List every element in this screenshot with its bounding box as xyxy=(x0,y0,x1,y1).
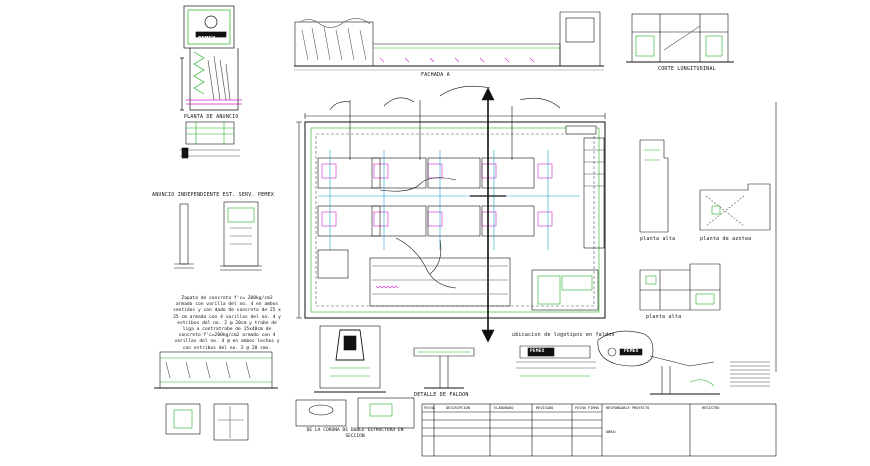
concrete-note: Zapata de concreto f'c= 200kg/cm2 armado… xyxy=(173,296,281,351)
longitudinal-section xyxy=(626,13,734,63)
detail-note: DE LA CORONA DE DOBLE ESTRUCTURA EN SECC… xyxy=(306,428,404,440)
upper-plan xyxy=(639,139,669,233)
canopy-logo-detail xyxy=(597,330,720,395)
facade-a xyxy=(294,11,604,71)
sign-brand-text: PEMEX xyxy=(198,36,216,42)
canopy-section xyxy=(154,351,278,389)
tb-header-description: DESCRIPCION xyxy=(446,406,470,410)
logo-location-label: ubicacion de logotipos en faldon xyxy=(512,332,615,338)
section-label: CORTE LONGITUDINAL xyxy=(658,66,716,72)
lower-plan-label: planta alta xyxy=(646,314,682,320)
sign-title: ANUNCIO INDEPENDIENTE EST. SERV. PEMEX xyxy=(152,192,274,198)
lower-plan xyxy=(639,263,721,311)
site-plan xyxy=(296,85,606,343)
registry-pits xyxy=(295,397,415,429)
tb-header-reviewed: REVISADO xyxy=(536,406,554,410)
tb-header-responsible: RESPONSABLE PROYECTO xyxy=(606,406,650,410)
tb-header-made: ELABORADO xyxy=(494,406,514,410)
dispenser-detail xyxy=(314,325,386,393)
canopy-detail-label: DETALLE DE FALDON xyxy=(414,392,469,398)
tb-cell-obra: OBRA: xyxy=(606,430,617,434)
sign-tower-elevation xyxy=(180,5,242,111)
logo-brand-text: PEMEX xyxy=(530,349,545,354)
title-block xyxy=(421,403,777,457)
sign-details xyxy=(174,201,262,271)
canopy-brand-text: PEMEX xyxy=(624,349,639,354)
tb-header-date2: FECHA xyxy=(575,406,586,410)
foundation-details xyxy=(165,403,249,441)
legend-list xyxy=(730,361,770,387)
sign-plan xyxy=(180,121,240,159)
tb-header-signature: FIRMA xyxy=(588,406,599,410)
upper-plan-label: planta alta xyxy=(640,236,676,242)
logo-location xyxy=(516,345,596,377)
roof-plan xyxy=(699,183,771,231)
facade-label: FACHADA A xyxy=(421,72,450,78)
sign-plan-label: PLANTA DE ANUNCIO xyxy=(184,114,239,120)
roof-plan-label: planta de azotea xyxy=(700,236,752,242)
canopy-elevation xyxy=(413,347,475,389)
tb-header-date: FECHA xyxy=(424,406,435,410)
tb-header-registry: REGISTRO xyxy=(702,406,720,410)
